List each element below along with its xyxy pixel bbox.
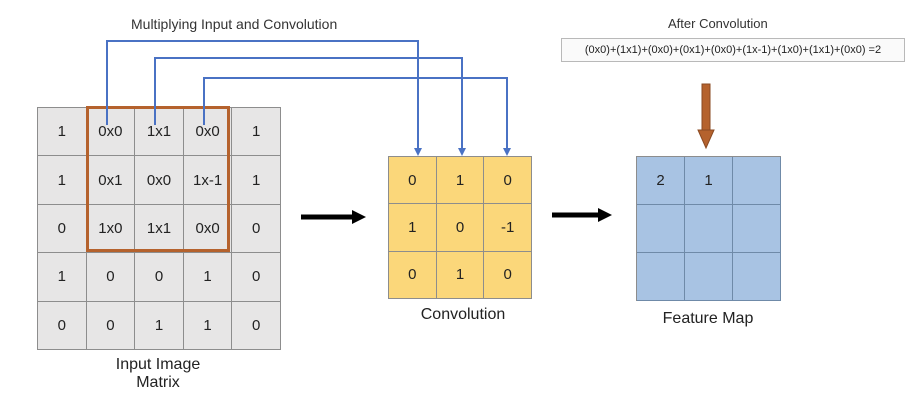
kernel-cell: 0 bbox=[389, 157, 437, 205]
kernel-cell: 1 bbox=[436, 251, 485, 299]
input-matrix: 1 0x0 1x1 0x0 1 1 0x1 0x0 1x-1 1 0 1x0 1… bbox=[37, 107, 281, 350]
feature-cell: 2 bbox=[637, 157, 685, 205]
input-cell: 1x1 bbox=[135, 108, 184, 157]
input-cell: 1 bbox=[38, 156, 87, 205]
input-cell: 1 bbox=[135, 301, 184, 350]
input-cell: 0x0 bbox=[183, 108, 233, 157]
input-cell: 0 bbox=[232, 301, 281, 350]
input-cell: 0x0 bbox=[86, 108, 136, 157]
feature-cell bbox=[637, 205, 685, 253]
kernel-cell: 0 bbox=[484, 251, 532, 299]
kernel-cell: 0 bbox=[389, 251, 437, 299]
after-convolution-title: After Convolution bbox=[668, 16, 768, 31]
feature-cell: 1 bbox=[685, 157, 733, 205]
kernel-cell: 0 bbox=[484, 157, 532, 205]
input-cell: 1x0 bbox=[86, 204, 136, 254]
kernel-cell: 1 bbox=[389, 204, 437, 252]
input-cell: 0x1 bbox=[86, 156, 136, 205]
connector-arrow-3 bbox=[203, 77, 511, 156]
input-cell: 0 bbox=[232, 253, 281, 302]
down-arrow-icon bbox=[697, 83, 715, 150]
input-cell: 1 bbox=[38, 253, 87, 302]
connector-arrow-1 bbox=[106, 40, 422, 156]
input-cell: 0 bbox=[232, 204, 281, 254]
input-cell: 0 bbox=[86, 301, 136, 350]
input-caption-line2: Matrix bbox=[136, 374, 180, 391]
input-cell: 1 bbox=[232, 156, 281, 205]
input-cell: 1 bbox=[232, 108, 281, 157]
convolution-kernel: 0 1 0 1 0 -1 0 1 0 bbox=[388, 156, 532, 299]
feature-cell bbox=[733, 157, 781, 205]
kernel-cell: 1 bbox=[436, 157, 485, 205]
input-cell: 0x0 bbox=[183, 204, 233, 254]
formula-box: (0x0)+(1x1)+(0x0)+(0x1)+(0x0)+(1x-1)+(1x… bbox=[561, 38, 905, 62]
input-cell: 0 bbox=[135, 253, 184, 302]
feature-map-grid: 2 1 bbox=[636, 156, 781, 301]
input-cell: 1 bbox=[183, 301, 233, 350]
feature-cell bbox=[733, 205, 781, 253]
input-caption: Input Image Matrix bbox=[88, 356, 228, 392]
kernel-cell: -1 bbox=[484, 204, 532, 252]
input-cell: 1 bbox=[183, 253, 233, 302]
kernel-cell: 0 bbox=[436, 204, 485, 252]
feature-cell bbox=[685, 253, 733, 301]
feature-cell bbox=[685, 205, 733, 253]
input-cell: 1x1 bbox=[135, 204, 184, 254]
multiplying-title: Multiplying Input and Convolution bbox=[131, 16, 338, 32]
input-cell: 1 bbox=[38, 108, 87, 157]
feature-cell bbox=[637, 253, 685, 301]
kernel-caption: Convolution bbox=[420, 306, 506, 323]
feature-cell bbox=[733, 253, 781, 301]
input-cell: 0 bbox=[86, 253, 136, 302]
input-cell: 1x-1 bbox=[183, 156, 233, 205]
connector-arrow-2 bbox=[154, 57, 466, 156]
input-caption-line1: Input Image bbox=[115, 356, 201, 373]
feature-map-caption: Feature Map bbox=[662, 310, 754, 327]
input-cell: 0x0 bbox=[135, 156, 184, 205]
input-cell: 0 bbox=[38, 301, 87, 350]
